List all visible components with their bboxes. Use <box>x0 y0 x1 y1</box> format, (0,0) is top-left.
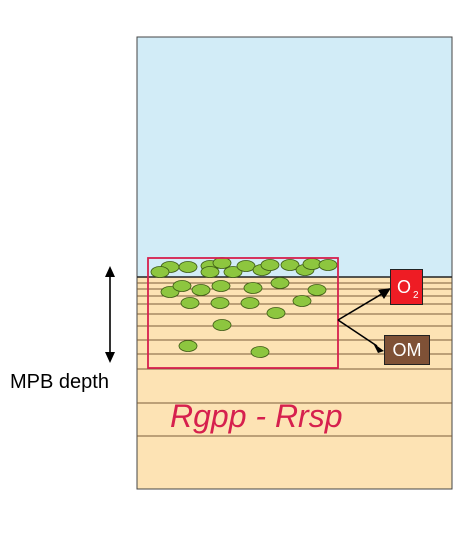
oxygen-subscript: 2 <box>413 290 419 301</box>
mpb-zone-box <box>147 257 339 369</box>
rate-equation-label: Rgpp - Rrsp <box>170 398 343 434</box>
sediment-column <box>136 276 453 490</box>
organic-matter-box: OM <box>384 335 430 365</box>
oxygen-symbol: O <box>397 277 412 297</box>
mpb-cells <box>150 257 338 358</box>
oxygen-box: O 2 <box>390 269 423 305</box>
depth-arrow <box>105 266 115 363</box>
mpb-depth-label: MPB depth <box>10 371 109 393</box>
water-column <box>136 36 453 278</box>
process-arrows <box>337 288 391 353</box>
